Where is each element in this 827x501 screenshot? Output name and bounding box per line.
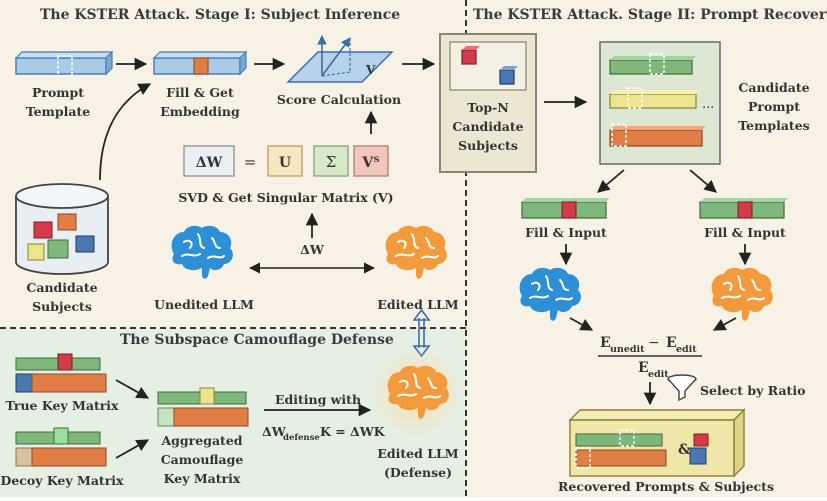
score-plane-icon: V xyxy=(286,35,394,83)
svd-dw: ΔW xyxy=(196,155,223,171)
candidate-templates-label-1: Candidate xyxy=(738,80,809,95)
prompt-template-label-1: Prompt xyxy=(32,85,84,100)
funnel-icon xyxy=(667,374,697,402)
defense-eq-left-sub: defense xyxy=(283,433,320,443)
svd-sigma: Σ xyxy=(326,153,337,171)
fill-input-left-label: Fill & Input xyxy=(525,225,607,240)
svd-caption: SVD & Get Singular Matrix (V) xyxy=(178,190,393,205)
edited-llm-label: Edited LLM xyxy=(377,297,458,312)
true-key-label: True Key Matrix xyxy=(5,398,119,413)
candidate-subjects-label-2: Subjects xyxy=(32,299,92,314)
top-n-label-1: Top-N xyxy=(467,100,509,115)
svd-equation: ΔW = U Σ Vᵀ xyxy=(183,145,389,177)
true-key-matrix xyxy=(15,353,107,393)
recovered-box: & xyxy=(568,408,746,478)
formula-minus: − xyxy=(648,335,660,351)
recovered-amp: & xyxy=(678,442,691,458)
filled-bar-left xyxy=(521,198,610,219)
decoy-key-matrix xyxy=(15,427,107,467)
v-label: V xyxy=(365,63,376,77)
formula-num-left: E xyxy=(600,335,611,351)
candidate-subjects-label-1: Candidate xyxy=(26,280,97,295)
top-n-box xyxy=(439,33,537,173)
edited-defense-label-1: Edited LLM xyxy=(377,446,458,461)
defense-title: The Subspace Camouflage Defense xyxy=(120,332,394,348)
aggregated-label-2: Camouflage xyxy=(161,452,244,467)
candidate-templates-label-3: Templates xyxy=(738,118,809,133)
templates-ellipsis: ... xyxy=(702,97,714,112)
fill-embed-label-2: Embedding xyxy=(160,104,240,119)
edited-defense-label-2: (Defense) xyxy=(384,465,452,480)
candidate-templates-box: ... xyxy=(599,41,721,165)
top-n-label-2: Candidate xyxy=(452,119,523,134)
stage2-title: The KSTER Attack. Stage II: Prompt Recov… xyxy=(473,7,827,23)
candidate-subjects-cylinder xyxy=(15,183,109,275)
svd-vt: Vᵀ xyxy=(361,155,379,171)
fill-input-right-label: Fill & Input xyxy=(704,225,786,240)
editing-with-label: Editing with xyxy=(275,392,361,407)
unedited-llm-label: Unedited LLM xyxy=(154,297,254,312)
filled-bar-right xyxy=(699,198,788,219)
aggregated-label-1: Aggregated xyxy=(160,433,242,448)
formula-num-right-sub: edit xyxy=(676,344,697,355)
stage1-title: The KSTER Attack. Stage I: Subject Infer… xyxy=(40,7,400,23)
aggregated-key-matrix xyxy=(157,387,249,427)
formula-num-right: E xyxy=(666,335,677,351)
formula-den: E xyxy=(638,360,649,376)
top-n-label-3: Subjects xyxy=(458,138,518,153)
prompt-template-label-2: Template xyxy=(26,104,90,119)
svg-text:=: = xyxy=(244,153,257,171)
prompt-template-bar xyxy=(14,50,114,77)
defense-eq-left: ΔW xyxy=(262,424,287,439)
recovered-label: Recovered Prompts & Subjects xyxy=(558,479,774,494)
defense-equation: ΔW defense K = ΔWK xyxy=(262,424,386,443)
formula-num-left-sub: unedit xyxy=(610,344,645,355)
select-ratio-label: Select by Ratio xyxy=(700,383,805,398)
delta-w-label: ΔW xyxy=(300,242,325,257)
defense-eq-right: K = ΔWK xyxy=(320,424,386,439)
formula-den-sub: edit xyxy=(648,369,669,380)
aggregated-label-3: Key Matrix xyxy=(164,471,241,486)
decoy-key-label: Decoy Key Matrix xyxy=(0,473,124,488)
svd-u: U xyxy=(279,155,291,171)
score-label: Score Calculation xyxy=(277,92,401,107)
filled-template-bar xyxy=(152,50,248,76)
candidate-templates-label-2: Prompt xyxy=(748,99,800,114)
fill-embed-label-1: Fill & Get xyxy=(166,85,234,100)
ratio-formula: E unedit − E edit E edit xyxy=(598,335,702,380)
